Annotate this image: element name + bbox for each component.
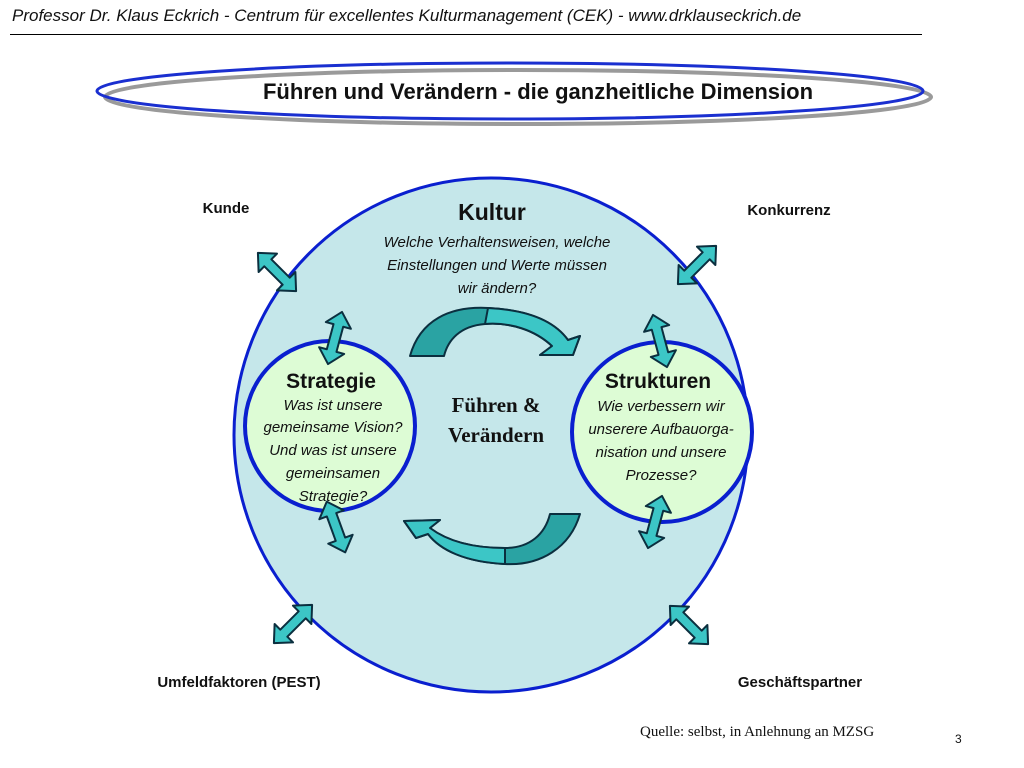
label-geschaeftspartner: Geschäftspartner [738, 674, 862, 691]
kultur-heading: Kultur [458, 199, 526, 225]
strategie-question-line-5: Strategie? [299, 488, 368, 505]
kultur-question-line-3: wir ändern? [458, 280, 537, 297]
label-umfeldfaktoren: Umfeldfaktoren (PEST) [157, 674, 320, 691]
strukturen-heading: Strukturen [605, 370, 711, 393]
center-label-line-2: Verändern [448, 423, 544, 447]
header-rule [10, 34, 922, 35]
strukturen-question-line-1: Wie verbessern wir [597, 398, 725, 415]
kultur-question-line-1: Welche Verhaltensweisen, welche [384, 234, 611, 251]
title-ellipse-blue [95, 61, 925, 121]
strukturen-question-line-2: unserere Aufbauorga- [588, 421, 733, 438]
strategie-question-line-1: Was ist unsere [284, 397, 383, 414]
strukturen-question-line-3: nisation und unsere [596, 444, 727, 461]
page-number: 3 [955, 732, 962, 746]
strategie-question-line-3: Und was ist unsere [269, 442, 397, 459]
curved-arrow-top [409, 306, 581, 357]
title-banner: Führen und Verändern - die ganzheitliche… [95, 61, 933, 126]
curved-arrow-bottom [403, 513, 581, 566]
strategie-question-line-2: gemeinsame Vision? [264, 419, 404, 436]
center-label-line-1: Führen & [452, 393, 541, 417]
strategie-question-line-4: gemeinsamen [286, 465, 380, 482]
source-note: Quelle: selbst, in Anlehnung an MZSG [640, 724, 875, 740]
strukturen-question-line-4: Prozesse? [626, 467, 698, 484]
kultur-question-line-2: Einstellungen und Werte müssen [387, 257, 607, 274]
slide-title: Führen und Verändern - die ganzheitliche… [263, 79, 813, 104]
header-text: Professor Dr. Klaus Eckrich - Centrum fü… [12, 6, 802, 25]
label-konkurrenz: Konkurrenz [747, 202, 830, 219]
label-kunde: Kunde [203, 200, 250, 217]
strategie-heading: Strategie [286, 370, 376, 393]
